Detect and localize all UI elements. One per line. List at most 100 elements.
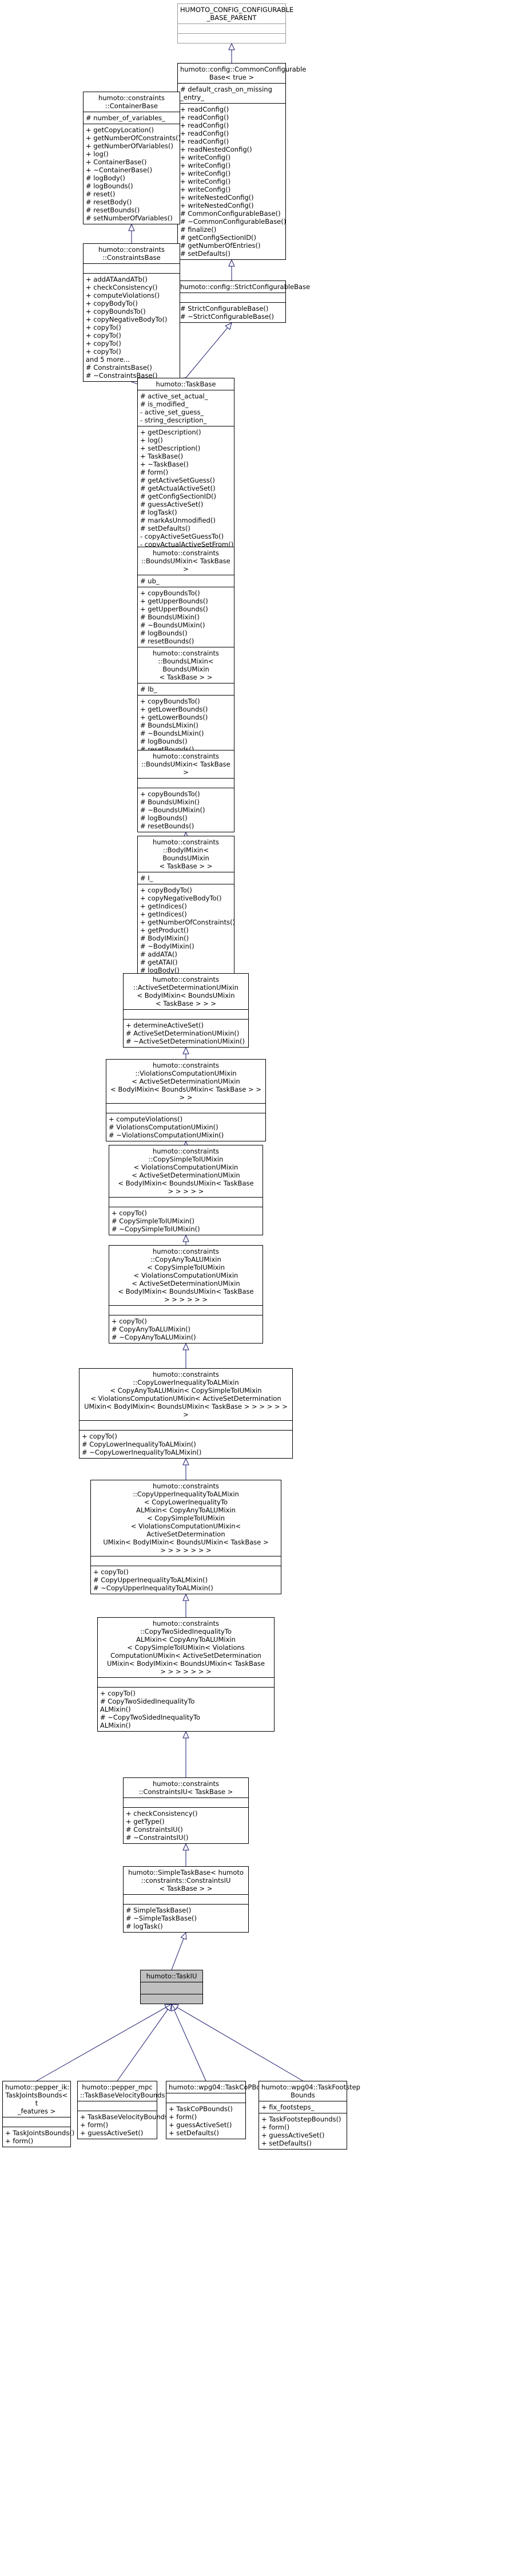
method-item[interactable]: + copyBodyTo() xyxy=(140,886,192,894)
method-item[interactable]: # logBounds() xyxy=(140,814,188,822)
method-item[interactable]: + getUpperBounds() xyxy=(140,597,208,605)
class-box-wpg04-cop[interactable]: humoto::wpg04::TaskCoPBounds+ TaskCoPBou… xyxy=(166,2081,276,2139)
attribute-item[interactable]: - active_set_guess_ xyxy=(140,408,204,416)
class-box-task-iu[interactable]: humoto::TaskIU xyxy=(140,1970,203,2004)
class-box-copy-any[interactable]: humoto::constraints::CopyAnyToALUMixin< … xyxy=(109,1245,263,1344)
method-item[interactable]: # BodyIMixin() xyxy=(140,934,189,942)
method-item[interactable]: # ~CopyAnyToALUMixin() xyxy=(112,1333,196,1341)
method-item[interactable]: # setDefaults() xyxy=(180,250,230,258)
method-item[interactable]: # guessActiveSet() xyxy=(140,500,204,508)
method-item[interactable]: + writeNestedConfig() xyxy=(180,202,254,210)
class-box-c-iu[interactable]: humoto::constraints::ConstraintsIU< Task… xyxy=(123,1777,249,1844)
method-item[interactable]: # getATAI() xyxy=(140,958,178,966)
method-item[interactable]: + getDescription() xyxy=(140,428,201,436)
method-item[interactable]: # CopyUpperInequalityToALMixin() xyxy=(93,1576,208,1584)
method-item[interactable]: # ~ActiveSetDeterminationUMixin() xyxy=(126,1037,245,1045)
attribute-item[interactable]: # I_ xyxy=(140,874,153,882)
method-item[interactable]: + readConfig() xyxy=(180,113,229,121)
method-item[interactable]: # StrictConfigurableBase() xyxy=(180,305,269,313)
class-box-i-task[interactable]: humoto::constraints::BoundsUMixin< TaskB… xyxy=(137,750,234,832)
method-item[interactable]: + getUpperBounds() xyxy=(140,605,208,613)
method-item[interactable]: + form() xyxy=(261,2123,290,2131)
class-box-lb-task[interactable]: humoto::constraints::BoundsLMixin< Bound… xyxy=(137,647,234,756)
method-item[interactable]: + checkConsistency() xyxy=(86,283,158,291)
method-item[interactable]: ALMixin() xyxy=(100,1705,131,1713)
method-item[interactable]: # markAsUnmodified() xyxy=(140,516,216,524)
method-item[interactable]: # getConfigSectionID() xyxy=(140,492,217,500)
method-item[interactable]: # ~CopyUpperInequalityToALMixin() xyxy=(93,1584,213,1592)
method-item[interactable]: # resetBounds() xyxy=(86,206,140,214)
attribute-item[interactable]: _entry_ xyxy=(180,93,204,101)
method-item[interactable]: + setDefaults() xyxy=(261,2139,312,2147)
method-item[interactable]: + copyBoundsTo() xyxy=(140,790,200,798)
method-item[interactable]: + readNestedConfig() xyxy=(180,145,252,153)
method-item[interactable]: + getNumberOfConstraints() xyxy=(86,134,181,142)
method-item[interactable]: + writeConfig() xyxy=(180,161,231,169)
method-item[interactable]: # logTask() xyxy=(140,508,177,516)
method-item[interactable]: # getNumberOfEntries() xyxy=(180,242,261,250)
method-item[interactable]: + copyNegativeBodyTo() xyxy=(86,315,168,323)
method-item[interactable]: + copyBoundsTo() xyxy=(86,307,146,315)
method-item[interactable]: ALMixin() xyxy=(100,1721,131,1729)
attribute-item[interactable]: # active_set_actual_ xyxy=(140,392,208,400)
attribute-item[interactable]: # is_modified_ xyxy=(140,400,189,408)
attribute-item[interactable]: # ub_ xyxy=(140,577,160,585)
method-item[interactable]: # ~BodyIMixin() xyxy=(140,942,194,950)
method-item[interactable]: # ViolationsComputationUMixin() xyxy=(109,1123,218,1131)
class-box-body-i[interactable]: humoto::constraints::BodyIMixin< BoundsU… xyxy=(137,836,236,985)
method-item[interactable]: + computeViolations() xyxy=(86,291,160,299)
method-item[interactable]: # setDefaults() xyxy=(140,524,190,532)
method-item[interactable]: # logTask() xyxy=(126,1922,163,1930)
class-box-asd-u[interactable]: humoto::constraints::ActiveSetDeterminat… xyxy=(123,973,249,1048)
method-item[interactable]: # getActualActiveSet() xyxy=(140,484,216,492)
method-item[interactable]: # ~BoundsUMixin() xyxy=(140,806,205,814)
class-box-container-base[interactable]: humoto::constraints::ContainerBase# numb… xyxy=(83,92,181,224)
method-item[interactable]: + setDescription() xyxy=(140,444,201,452)
method-item[interactable]: # BoundsLMixin() xyxy=(140,721,198,729)
attribute-item[interactable]: # default_crash_on_missing xyxy=(180,85,272,93)
method-item[interactable]: # ~CopyTwoSidedInequalityTo xyxy=(100,1713,201,1721)
method-item[interactable]: # ConstraintsIU() xyxy=(126,1826,183,1834)
method-item[interactable]: + guessActiveSet() xyxy=(80,2129,144,2137)
method-item[interactable]: + copyTo() xyxy=(112,1317,147,1325)
method-item[interactable]: # finalize() xyxy=(180,226,217,234)
method-item[interactable]: # ~BoundsLMixin() xyxy=(140,729,204,737)
method-item[interactable]: + copyBoundsTo() xyxy=(140,697,200,705)
class-box-copy-two[interactable]: humoto::constraints::CopyTwoSidedInequal… xyxy=(97,1617,275,1732)
method-item[interactable]: # addATA() xyxy=(140,950,177,958)
method-item[interactable]: # ~ViolationsComputationUMixin() xyxy=(109,1131,224,1139)
method-item[interactable]: + log() xyxy=(140,436,163,444)
class-box-copy-simple[interactable]: humoto::constraints::CopySimpleToIUMixin… xyxy=(109,1145,263,1235)
method-item[interactable]: + computeViolations() xyxy=(109,1115,183,1123)
class-box-copy-upper[interactable]: humoto::constraints::CopyUpperInequality… xyxy=(90,1480,281,1594)
method-item[interactable]: + ContainerBase() xyxy=(86,158,147,166)
attribute-item[interactable]: + fix_footsteps_ xyxy=(261,2103,315,2111)
method-item[interactable]: # CopySimpleToIUMixin() xyxy=(112,1217,195,1225)
method-item[interactable]: + ~TaskBase() xyxy=(140,460,189,468)
method-item[interactable]: + getNumberOfConstraints() xyxy=(140,918,236,926)
method-item[interactable]: + writeConfig() xyxy=(180,185,231,193)
method-item[interactable]: + copyTo() xyxy=(93,1568,129,1576)
attribute-item[interactable]: # lb_ xyxy=(140,685,157,693)
method-item[interactable]: + copyTo() xyxy=(86,339,121,347)
method-item[interactable]: + ~ContainerBase() xyxy=(86,166,153,174)
method-item[interactable]: + form() xyxy=(80,2121,109,2129)
method-item[interactable]: + TaskFootstepBounds() xyxy=(261,2115,341,2123)
class-box-pepper-mpc[interactable]: humoto::pepper_mpc::TaskBaseVelocityBoun… xyxy=(77,2081,173,2139)
method-item[interactable]: # resetBounds() xyxy=(140,637,194,645)
method-item[interactable]: + writeConfig() xyxy=(180,177,231,185)
method-item[interactable]: # setNumberOfVariables() xyxy=(86,214,173,222)
method-item[interactable]: + copyTo() xyxy=(86,347,121,355)
method-item[interactable]: + writeConfig() xyxy=(180,169,231,177)
method-item[interactable]: - copyActualActiveSetFrom() xyxy=(140,540,234,548)
method-item[interactable]: + addATAandATb() xyxy=(86,275,148,283)
method-item[interactable]: # logBody() xyxy=(140,966,180,974)
attribute-item[interactable]: - string_description_ xyxy=(140,416,207,424)
method-item[interactable]: + readConfig() xyxy=(180,137,229,145)
method-item[interactable]: + getIndices() xyxy=(140,910,187,918)
method-item[interactable]: # logBounds() xyxy=(140,737,188,745)
method-item[interactable]: + copyTo() xyxy=(86,323,121,331)
method-item[interactable]: + TaskJointsBounds() xyxy=(5,2129,75,2137)
